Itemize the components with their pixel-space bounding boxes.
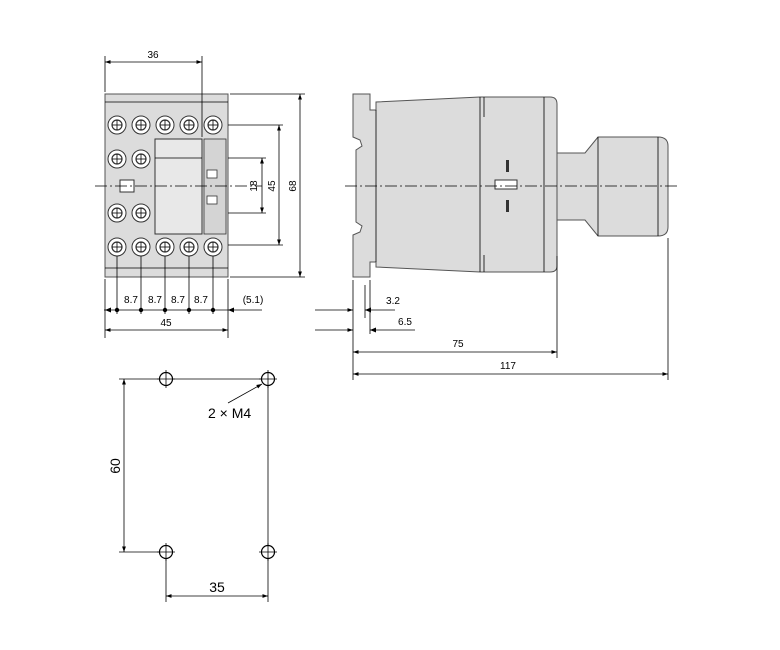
dim-75-label: 75 [452,339,464,350]
side-label-window [494,179,518,190]
dim-60-label: 60 [107,458,123,474]
dim-pitch-3: 8.7 [171,295,185,306]
dim-36-label: 36 [147,50,159,61]
dim-18-label: 18 [249,180,260,192]
terminal-screw [131,115,151,135]
terminal-screw [131,237,151,257]
terminal-screw [179,115,199,135]
dim-rail-depth: 6.5 [315,317,415,333]
indicator-mark-top [506,160,509,172]
dim-pitch-row: 8.7 8.7 8.7 8.7 (5.1) [104,256,263,338]
indicator-mark-bottom [506,200,509,212]
dim-35-label: 35 [209,579,225,595]
terminal-screw [179,237,199,257]
dim-vertical-spacing: 60 [107,379,126,552]
dim-width-top: 36 [104,50,203,137]
dim-overhang-label: (5.1) [243,295,264,306]
dim-height-mid: 45 [228,124,283,246]
side-housing [352,93,558,278]
dim-68-label: 68 [288,180,299,192]
terminal-screw [155,115,175,135]
dim-depth-total: 117 [353,361,668,376]
lower-aux-terminals [107,203,151,223]
dim-117-label: 117 [500,361,516,372]
bottom-terminal-row [107,237,223,257]
dim-depth-body: 75 [353,339,557,354]
mounting-pattern: 2 × M4 60 35 [107,370,277,602]
mount-hole [157,370,175,388]
terminal-screw [155,237,175,257]
screws-label: 2 × M4 [208,405,251,421]
terminal-screw [131,149,151,169]
dim-height-total: 68 [230,93,305,278]
dim-pitch-2: 8.7 [148,295,162,306]
terminal-screw [131,203,151,223]
dim-horizontal-spacing: 35 [165,559,269,602]
center-window [154,138,203,235]
indicator-slot-2 [206,195,218,205]
side-view: 3.2 6.5 75 117 [315,93,678,380]
side-panel [203,138,227,235]
top-terminal-row [107,115,223,135]
dim-width-bottom: 45 [105,318,228,332]
dim-6-5-label: 6.5 [398,317,412,328]
terminal-screw [107,115,127,135]
terminal-screw [107,237,127,257]
dim-height-inner: 18 [228,157,266,214]
front-view: 36 68 45 18 [95,50,305,338]
screw-leader [227,383,263,404]
terminal-screw [203,237,223,257]
dim-pitch-1: 8.7 [124,295,138,306]
mount-hole [259,543,277,561]
terminal-screw [107,149,127,169]
mount-hole [259,370,277,388]
dim-rail-offset: 3.2 [315,296,400,313]
dim-3-2-label: 3.2 [386,296,400,307]
dim-45-bottom-label: 45 [160,318,172,329]
add-on-module [556,136,669,237]
dim-pitch-4: 8.7 [194,295,208,306]
upper-aux-terminals [107,149,151,169]
terminal-screw [203,115,223,135]
indicator-slot-1 [206,169,218,179]
terminal-screw [107,203,127,223]
mount-hole [157,543,175,561]
dim-45-vertical-label: 45 [267,180,278,192]
